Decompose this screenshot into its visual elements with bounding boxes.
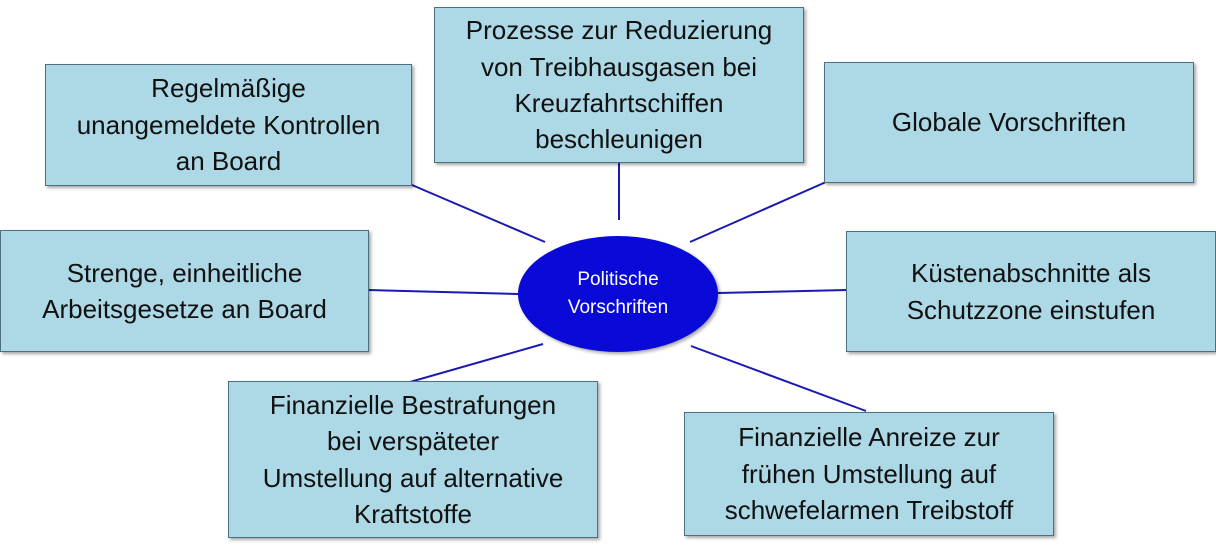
node-bottom-left: Finanzielle Bestrafungen bei verspäteter… — [228, 381, 598, 538]
connector-bottom-left — [409, 343, 544, 383]
node-bottom-right: Finanzielle Anreize zur frühen Umstellun… — [684, 412, 1054, 536]
node-left: Strenge, einheitliche Arbeitsgesetze an … — [0, 230, 369, 352]
node-top-right: Globale Vorschriften — [824, 62, 1194, 183]
node-right: Küstenabschnitte als Schutzzone einstufe… — [846, 231, 1216, 352]
center-node: Politische Vorschriften — [518, 236, 718, 352]
node-top: Prozesse zur Reduzierung von Treibhausga… — [434, 7, 804, 163]
node-top-left: Regelmäßige unangemeldete Kontrollen an … — [45, 64, 412, 186]
connector-right — [717, 289, 848, 294]
connector-top-right — [689, 181, 827, 243]
connector-left — [368, 289, 519, 295]
connector-bottom-right — [690, 345, 867, 412]
connector-top-left — [411, 184, 546, 243]
